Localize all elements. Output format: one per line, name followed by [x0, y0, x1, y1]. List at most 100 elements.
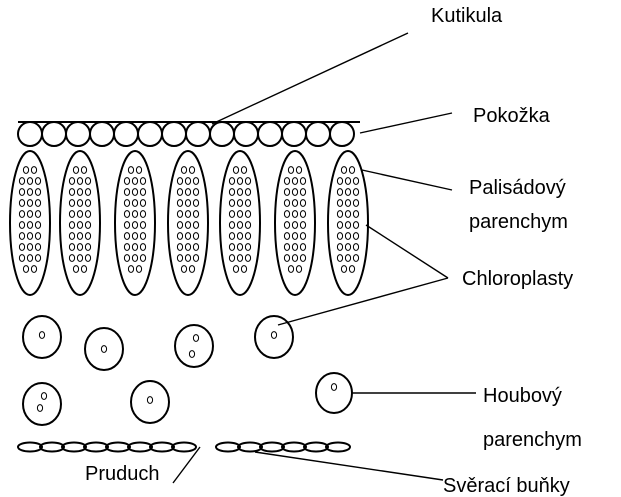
chloroplast — [140, 200, 145, 207]
spongy-cell — [23, 383, 61, 425]
chloroplast — [296, 167, 301, 174]
leader-chloroplasty-2 — [278, 278, 448, 325]
chloroplast — [185, 189, 190, 196]
lower-epidermis-cell — [18, 443, 42, 452]
epidermis-cell — [234, 122, 258, 146]
leader-lines — [173, 33, 476, 483]
chloroplast — [237, 211, 242, 218]
chloroplast — [35, 211, 40, 218]
chloroplast — [337, 222, 342, 229]
chloroplast — [349, 266, 354, 273]
epidermis-cell — [282, 122, 306, 146]
epidermis-cell — [210, 122, 234, 146]
chloroplast — [193, 335, 198, 342]
spongy-layer — [23, 316, 352, 425]
chloroplast — [132, 222, 137, 229]
spongy-cell-wall — [131, 381, 169, 423]
chloroplast — [245, 222, 250, 229]
chloroplast — [292, 244, 297, 251]
chloroplast — [27, 222, 32, 229]
label-houbovy-line2: parenchym — [483, 429, 582, 451]
chloroplast — [31, 266, 36, 273]
chloroplast — [69, 211, 74, 218]
chloroplast — [245, 178, 250, 185]
label-palisadovy-line2: parenchym — [469, 211, 568, 233]
chloroplast — [177, 200, 182, 207]
spongy-cell-wall — [23, 316, 61, 358]
chloroplast — [41, 393, 46, 400]
chloroplast — [132, 211, 137, 218]
spongy-cell — [23, 316, 61, 358]
palisade-cell-wall — [60, 151, 100, 295]
chloroplast — [345, 222, 350, 229]
chloroplast — [284, 189, 289, 196]
chloroplast — [140, 244, 145, 251]
chloroplast — [136, 266, 141, 273]
lower-epidermis-cell — [128, 443, 152, 452]
spongy-cell — [85, 328, 123, 370]
chloroplast — [85, 178, 90, 185]
chloroplast — [345, 211, 350, 218]
chloroplast — [132, 189, 137, 196]
chloroplast — [292, 222, 297, 229]
chloroplast — [19, 178, 24, 185]
chloroplast — [229, 255, 234, 262]
chloroplast — [124, 200, 129, 207]
chloroplast — [31, 167, 36, 174]
chloroplast — [35, 189, 40, 196]
chloroplast — [331, 384, 336, 391]
chloroplast — [300, 233, 305, 240]
chloroplast — [128, 266, 133, 273]
chloroplast — [241, 266, 246, 273]
chloroplast — [35, 255, 40, 262]
lower-epidermis-cell — [106, 443, 130, 452]
chloroplast — [341, 266, 346, 273]
chloroplast — [77, 189, 82, 196]
chloroplast — [237, 200, 242, 207]
chloroplast — [292, 211, 297, 218]
chloroplast — [27, 200, 32, 207]
chloroplast — [35, 178, 40, 185]
chloroplast — [177, 189, 182, 196]
chloroplast — [233, 266, 238, 273]
chloroplast — [245, 211, 250, 218]
chloroplast — [189, 266, 194, 273]
chloroplast — [349, 167, 354, 174]
chloroplast — [292, 233, 297, 240]
chloroplast — [77, 255, 82, 262]
chloroplast — [177, 233, 182, 240]
chloroplast — [300, 211, 305, 218]
chloroplast — [140, 255, 145, 262]
chloroplast — [337, 233, 342, 240]
spongy-cell-wall — [85, 328, 123, 370]
chloroplast — [132, 255, 137, 262]
chloroplast — [27, 233, 32, 240]
chloroplast — [19, 255, 24, 262]
chloroplast — [237, 189, 242, 196]
chloroplast — [69, 189, 74, 196]
label-sveraci-bunky: Svěrací buňky — [443, 475, 570, 497]
lower-epidermis-cell — [40, 443, 64, 452]
palisade-cell-wall — [115, 151, 155, 295]
chloroplast — [345, 244, 350, 251]
chloroplast — [177, 211, 182, 218]
label-houbovy-line1: Houbový — [483, 385, 562, 407]
chloroplast — [132, 200, 137, 207]
chloroplast — [27, 244, 32, 251]
chloroplast — [23, 266, 28, 273]
chloroplast — [300, 178, 305, 185]
chloroplast — [140, 211, 145, 218]
chloroplast — [185, 255, 190, 262]
epidermis-cell — [306, 122, 330, 146]
chloroplast — [237, 255, 242, 262]
spongy-cell — [131, 381, 169, 423]
lower-epidermis-cell — [62, 443, 86, 452]
chloroplast — [177, 178, 182, 185]
chloroplast — [128, 167, 133, 174]
epidermis-cell — [186, 122, 210, 146]
leader-chloroplasty-1 — [366, 225, 448, 278]
chloroplast — [85, 200, 90, 207]
chloroplast — [193, 189, 198, 196]
chloroplast — [124, 233, 129, 240]
